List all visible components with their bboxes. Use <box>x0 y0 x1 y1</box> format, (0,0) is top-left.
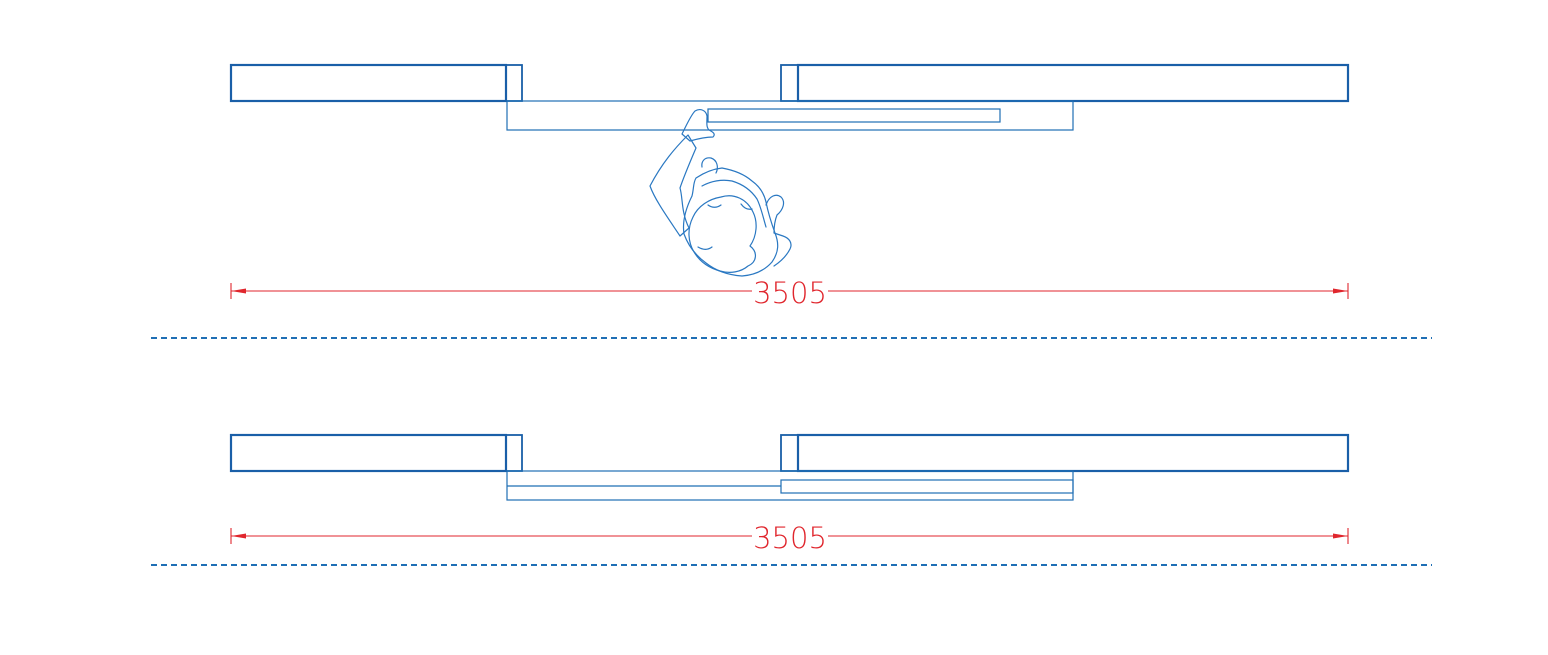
door-track <box>506 100 1074 131</box>
dimension-arrowhead-icon <box>1333 288 1348 294</box>
wall-right <box>780 63 1350 103</box>
dimension-label: 3505 <box>753 521 827 555</box>
dimension-arrowhead-icon <box>1333 533 1348 539</box>
jamb-left <box>505 64 523 102</box>
dimension-arrowhead-icon <box>231 533 246 539</box>
dimension-arrowhead-icon <box>231 288 246 294</box>
dimension-label: 3505 <box>753 276 827 310</box>
wall-left <box>229 433 523 473</box>
person-top-view-icon <box>649 109 792 277</box>
jamb-left <box>505 434 523 472</box>
dimension-top: 3505 <box>230 276 1349 310</box>
sliding-panel-closed <box>780 479 1074 494</box>
door-track <box>506 470 1074 501</box>
wall-right <box>780 433 1350 473</box>
jamb-right <box>780 434 799 472</box>
plan-closed-state: 3505 <box>229 433 1350 555</box>
plan-open-state: 3505 <box>229 63 1350 310</box>
jamb-right <box>780 64 799 102</box>
sliding-panel-open <box>707 108 1001 123</box>
wall-left <box>229 63 523 103</box>
dimension-bottom: 3505 <box>230 521 1349 555</box>
